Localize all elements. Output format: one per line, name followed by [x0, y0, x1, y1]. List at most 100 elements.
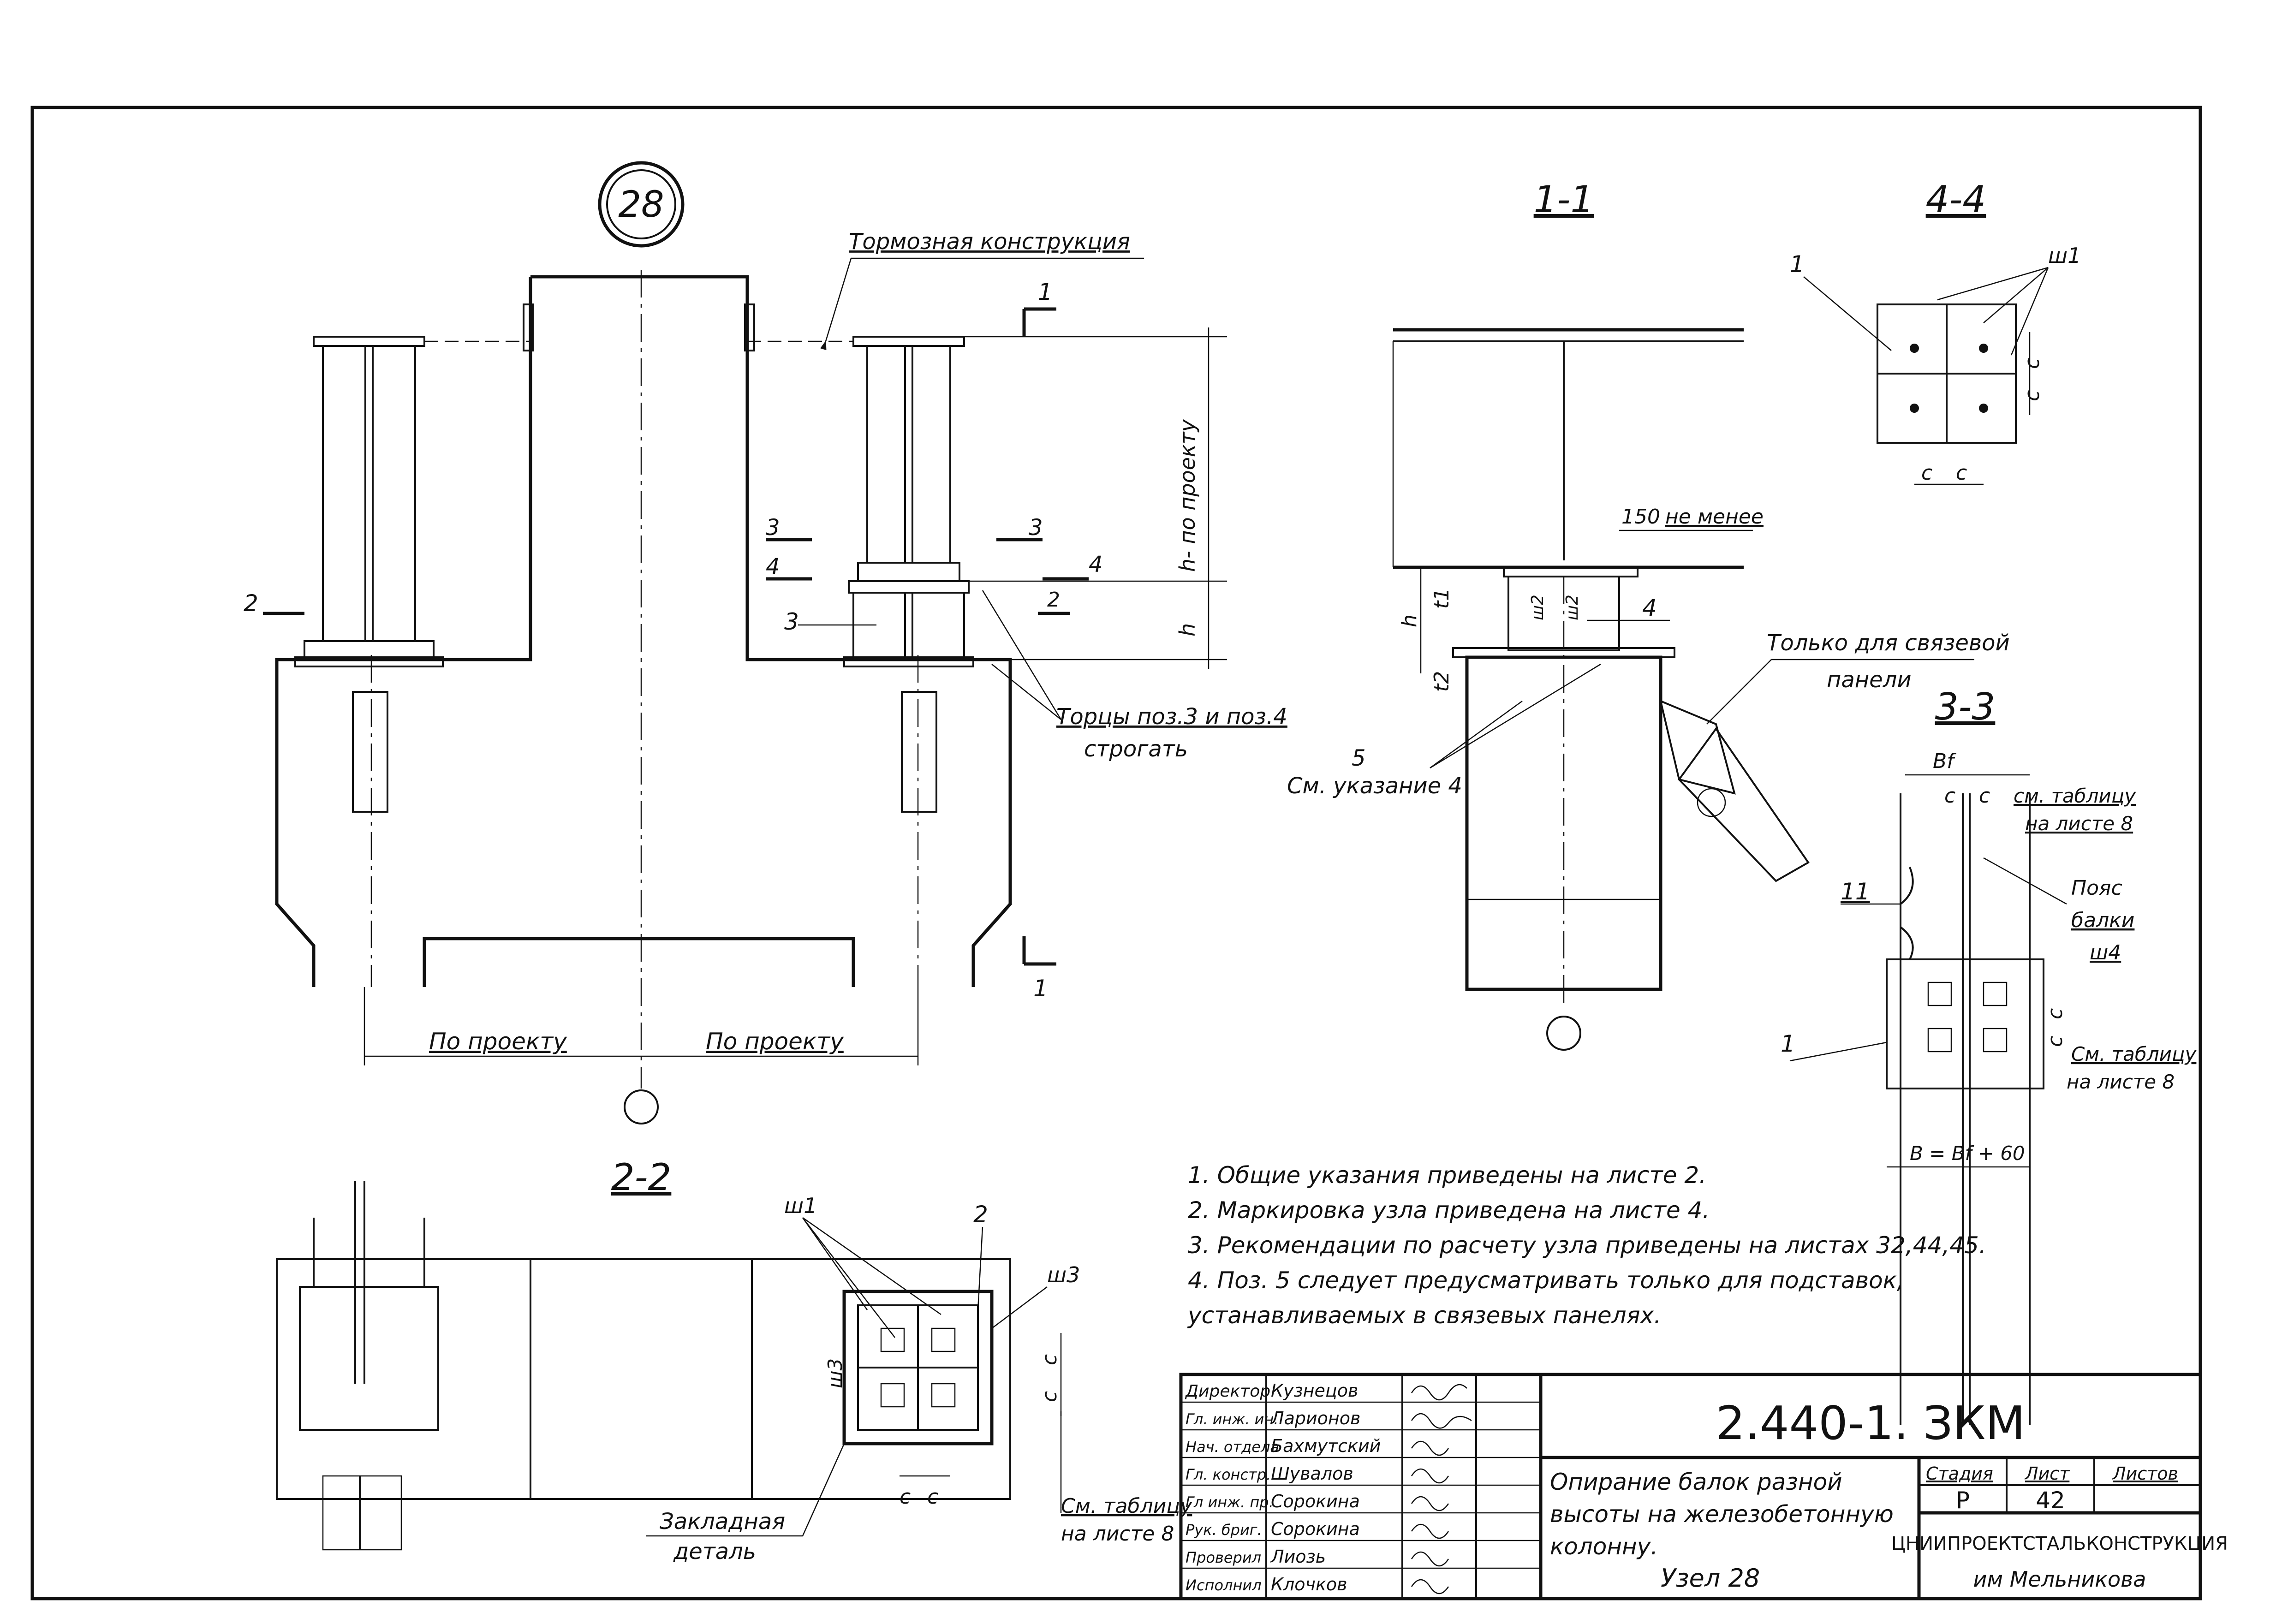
dim-t1: t1	[1430, 588, 1454, 609]
label-see-note-4: См. указание 4	[1287, 773, 1462, 799]
cut-mark-4-right: 4	[1089, 552, 1103, 577]
label-ends-note-1: Торцы поз.3 и поз.4	[1056, 704, 1287, 730]
dim-c-33-v1: c	[2044, 1008, 2067, 1019]
tb-role-5: Рук. бриг.	[1186, 1521, 1262, 1539]
label-see-table-2: на листе 8	[1061, 1522, 1174, 1546]
dim-by-project-right: По проекту	[706, 1028, 844, 1055]
label-see-table-4: на листе 8	[2025, 812, 2133, 835]
cut-mark-3-right: 3	[1029, 515, 1043, 541]
cut-mark-1-top: 1	[1038, 279, 1053, 305]
sheet-label: Лист	[2024, 1463, 2070, 1484]
drawing-code: 2.440-1. ЗКМ	[1716, 1396, 2026, 1450]
tb-role-7: Исполнил	[1186, 1576, 1262, 1594]
label-only-braced-2: панели	[1827, 667, 1912, 693]
tb-role-3: Гл. констр.	[1186, 1466, 1271, 1483]
tb-name-6: Лиозь	[1270, 1547, 1326, 1567]
dim-c-22-h1: c	[900, 1485, 911, 1509]
left-beam-stub	[294, 336, 530, 667]
pos-4-label: 4	[1642, 595, 1657, 621]
node-number: 28	[618, 184, 664, 226]
section-1-1-title: 1-1	[1534, 178, 1594, 221]
section-2-2-title: 2-2	[611, 1156, 672, 1199]
dim-c-22-v1: c	[1038, 1354, 1061, 1365]
label-belt-1: Пояс	[2071, 876, 2122, 900]
tb-name-4: Сорокина	[1271, 1491, 1360, 1511]
title-node: Узел 28	[1661, 1564, 1760, 1593]
dim-c-33-v2: c	[2044, 1036, 2067, 1047]
section-4-4: 4-4 1 ш1 c c c c	[1790, 178, 2081, 485]
signatures	[1411, 1384, 1472, 1594]
section-3-3-title: 3-3	[1935, 685, 1996, 728]
label-only-braced-1: Только для связевой	[1767, 630, 2010, 656]
tb-role-0: Директор	[1185, 1382, 1270, 1401]
tb-role-1: Гл. инж. ин.	[1186, 1410, 1278, 1428]
org-name-2: им Мельникова	[1973, 1567, 2146, 1592]
weld-sh2-b: ш2	[1563, 595, 1582, 620]
label-braking-structure: Тормозная конструкция	[849, 229, 1130, 255]
tb-name-1: Ларионов	[1270, 1408, 1360, 1428]
dim-bf: Bf	[1933, 750, 1957, 773]
label-see-table-6: на листе 8	[2067, 1071, 2175, 1093]
label-embedded-1: Закладная	[660, 1509, 785, 1535]
tb-role-4: Гл инж. пр.	[1186, 1493, 1274, 1511]
dim-h-project: h- по проекту	[1175, 419, 1200, 572]
cut-mark-2-right: 2	[1047, 588, 1060, 612]
weld-sh2-a: ш2	[1528, 595, 1547, 620]
dim-by-project-left: По проекту	[429, 1028, 567, 1055]
pos-1-33: 1	[1781, 1030, 1795, 1057]
title-line-1: Опирание балок разной	[1550, 1469, 1842, 1495]
cut-mark-1-bottom: 1	[1033, 975, 1048, 1002]
section-1-1-axis-marker	[1546, 1016, 1581, 1051]
main-elevation-view: 28	[244, 161, 1287, 1124]
axis-marker	[624, 1089, 659, 1124]
note-1: 1. Общие указания приведены на листе 2.	[1188, 1162, 1707, 1189]
dim-c-33-2: c	[1979, 784, 1990, 808]
sheets-label: Листов	[2112, 1463, 2178, 1484]
label-embedded-2: деталь	[673, 1539, 756, 1565]
pos-11-label: 11	[1841, 878, 1870, 905]
label-see-table-1: См. таблицу	[1061, 1494, 1192, 1518]
label-ends-note-2: строгать	[1084, 736, 1188, 762]
tb-role-2: Нач. отдела	[1186, 1438, 1279, 1456]
section-3-3: 3-3 Bf c c см. таблицу на листе 8 Пояс б…	[1781, 685, 2197, 1425]
note-3: 3. Рекомендации по расчету узла приведен…	[1188, 1232, 1986, 1259]
tb-name-2: Бахмутский	[1271, 1436, 1381, 1456]
tb-name-7: Клочков	[1271, 1574, 1347, 1594]
cut-mark-4-left: 4	[766, 554, 780, 580]
tb-name-0: Кузнецов	[1271, 1380, 1358, 1401]
tb-name-3: Шувалов	[1271, 1463, 1353, 1484]
title-line-2: высоты на железобетонную	[1550, 1501, 1894, 1528]
title-line-3: колонну.	[1550, 1533, 1658, 1560]
cut-mark-2-left: 2	[244, 590, 258, 617]
general-notes: 1. Общие указания приведены на листе 2. …	[1188, 1158, 2018, 1333]
section-1-1: 1-1 t1 h t2 150 не менее ш2 ш2 4	[1287, 178, 2010, 1051]
sheet-frame	[30, 106, 2202, 1600]
dim-b-formula: B = Bf + 60	[1910, 1142, 2025, 1165]
note-2: 2. Маркировка узла приведена на листе 4.	[1188, 1197, 1710, 1224]
dim-h-section: h	[1398, 614, 1421, 627]
pos-3-label: 3	[784, 608, 799, 635]
dim-c-33-1: c	[1944, 784, 1955, 808]
stage-label: Стадия	[1926, 1463, 1993, 1484]
label-see-table-3: см. таблицу	[2014, 785, 2136, 807]
weld-sh3-right: ш3	[1047, 1262, 1080, 1287]
pos-2-22: 2	[973, 1201, 988, 1228]
tb-name-5: Сорокина	[1271, 1519, 1360, 1539]
dim-c-44-v2: c	[2020, 390, 2044, 401]
label-see-table-5: См. таблицу	[2071, 1043, 2197, 1065]
section-4-4-title: 4-4	[1926, 178, 1986, 221]
dim-h: h	[1175, 623, 1200, 637]
dim-not-less: не менее	[1665, 505, 1764, 529]
dim-c-44-h1: c	[1921, 461, 1932, 485]
tb-role-6: Проверил	[1186, 1549, 1261, 1566]
org-name-1: ЦНИИПРОЕКТСТАЛЬКОНСТРУКЦИЯ	[1891, 1533, 2228, 1554]
weld-sh1-22: ш1	[784, 1193, 817, 1218]
dim-t2: t2	[1430, 671, 1454, 692]
concrete-column-outline	[275, 275, 1012, 987]
right-beam-with-support	[747, 336, 974, 667]
weld-sh1-44: ш1	[2048, 243, 2081, 268]
title-block: Директор Кузнецов Гл. инж. ин. Ларионов …	[1179, 1373, 2228, 1600]
note-5: устанавливаемых в связевых панелях.	[1188, 1302, 1662, 1329]
embedded-detail-plate	[842, 1290, 994, 1446]
